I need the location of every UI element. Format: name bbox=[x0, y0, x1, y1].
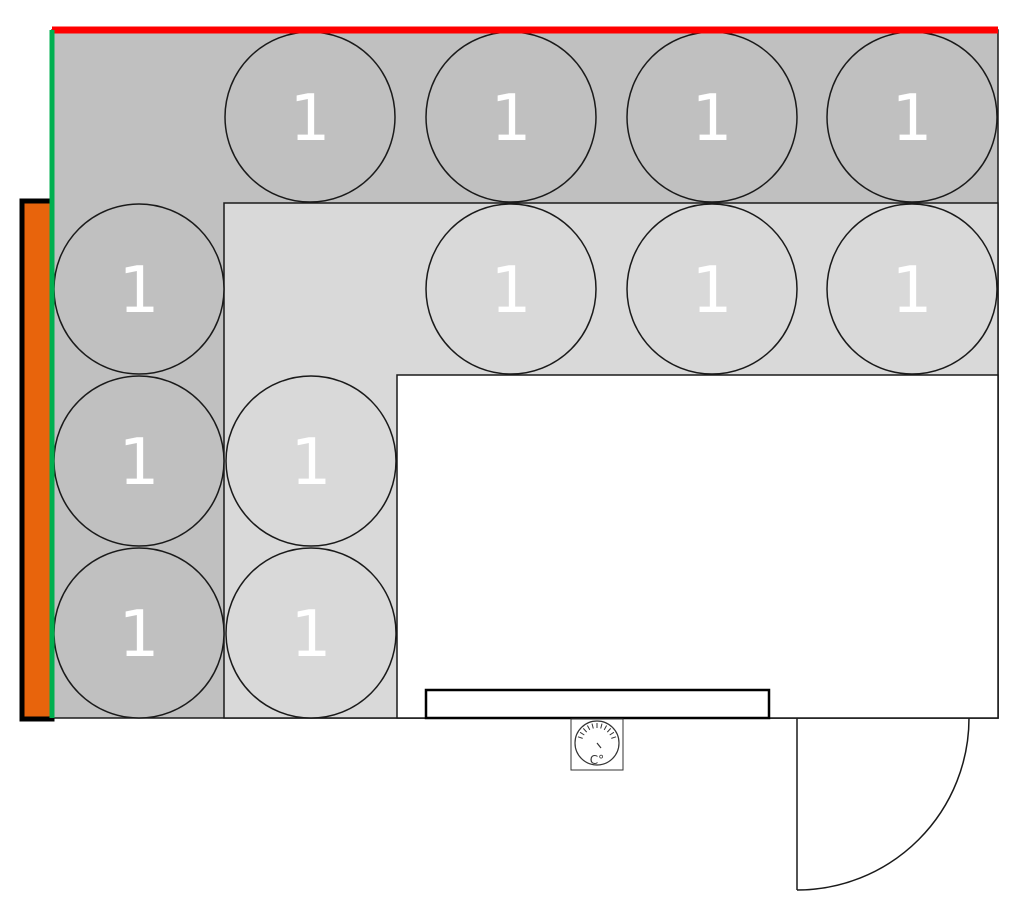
outer-cell-top-4: 1 bbox=[826, 31, 998, 203]
cell-label: 1 bbox=[119, 254, 160, 328]
outer-cell-left-3: 1 bbox=[53, 547, 225, 719]
empty-area bbox=[396, 374, 999, 719]
cell-label: 1 bbox=[491, 82, 532, 156]
cell-label: 1 bbox=[692, 254, 733, 328]
inner-cell-top-2: 1 bbox=[626, 203, 798, 375]
outer-cell-left-2: 1 bbox=[53, 375, 225, 547]
side-panel bbox=[19, 198, 55, 722]
inner-cell-left-2: 1 bbox=[225, 547, 397, 719]
door-swing-icon[interactable] bbox=[796, 717, 970, 891]
cell-label: 1 bbox=[692, 82, 733, 156]
inner-cell-top-1: 1 bbox=[425, 203, 597, 375]
cell-label: 1 bbox=[491, 254, 532, 328]
cell-label: 1 bbox=[291, 426, 332, 500]
cell-label: 1 bbox=[119, 426, 160, 500]
thermometer-unit-label: C° bbox=[590, 753, 604, 767]
cell-circle bbox=[225, 375, 397, 547]
outer-cell-top-1: 1 bbox=[224, 31, 396, 203]
outer-cell-left-1: 1 bbox=[53, 203, 225, 375]
cell-label: 1 bbox=[291, 598, 332, 672]
inner-cell-left-1: 1 bbox=[225, 375, 397, 547]
outer-cell-top-3: 1 bbox=[626, 31, 798, 203]
cell-label: 1 bbox=[290, 82, 331, 156]
front-bar bbox=[424, 688, 771, 720]
cell-label: 1 bbox=[119, 598, 160, 672]
cell-label: 1 bbox=[892, 82, 933, 156]
cell-circle bbox=[425, 203, 597, 375]
cell-circle bbox=[225, 547, 397, 719]
cell-circle bbox=[826, 203, 998, 375]
inner-cell-top-3: 1 bbox=[826, 203, 998, 375]
thermometer-dial-icon: C° bbox=[570, 718, 624, 771]
outer-cell-top-2: 1 bbox=[425, 31, 597, 203]
cell-label: 1 bbox=[892, 254, 933, 328]
cells-group: 1 1 1 1 1 1 1 1 1 1 1 1 bbox=[53, 31, 998, 719]
cell-circle bbox=[626, 203, 798, 375]
